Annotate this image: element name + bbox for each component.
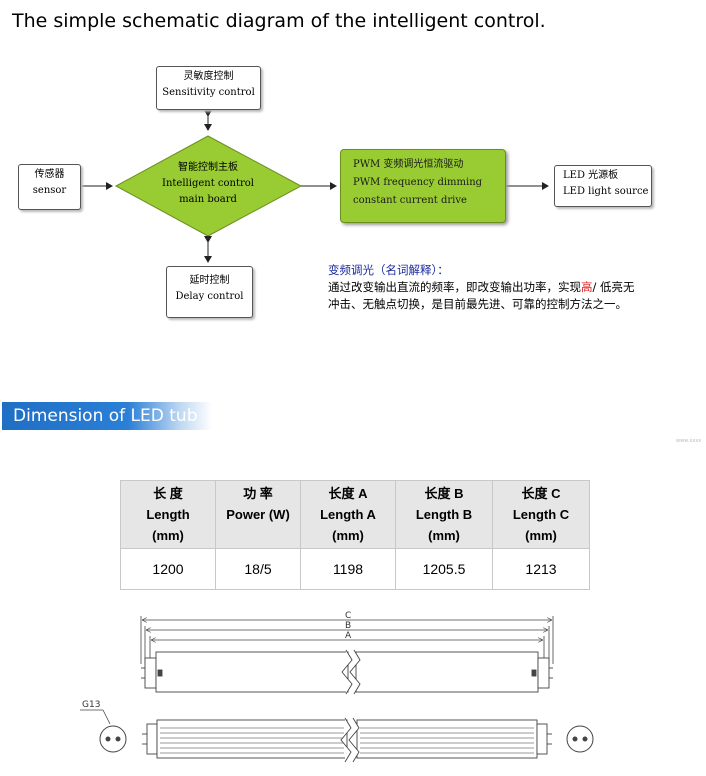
end-cap-right	[566, 725, 594, 753]
dimension-banner: Dimension of LED tub	[2, 402, 212, 430]
led-zh: LED 光源板	[563, 170, 619, 181]
cell-length-b: 1205.5	[395, 548, 493, 590]
pwm-driver-box: PWM 变频调光恒流驱动 PWM frequency dimming const…	[340, 149, 506, 223]
dim-label-b: B	[345, 621, 351, 631]
note-heading: 变频调光（名词解释）：	[328, 263, 449, 277]
delay-control-box: 延时控制 Delay control	[166, 266, 253, 318]
sensitivity-zh: 灵敏度控制	[183, 71, 234, 82]
cell-length-a: 1198	[300, 548, 396, 590]
delay-zh: 延时控制	[189, 275, 230, 286]
sensor-en: sensor	[32, 185, 67, 196]
break-mark-bottom-2	[348, 717, 360, 763]
note-line1: 通过改变输出直流的频率，即改变输出功率，实现高/ 低亮无	[328, 279, 688, 296]
cell-power: 18/5	[215, 548, 301, 590]
page-title: The simple schematic diagram of the inte…	[12, 10, 546, 32]
dimension-banner-label: Dimension of LED tub	[13, 406, 198, 426]
pwm-en1: PWM frequency dimming	[353, 177, 483, 188]
main-board-zh: 智能控制主板	[178, 162, 238, 173]
tube-side-view	[141, 651, 553, 693]
dim-label-c: C	[345, 611, 351, 621]
sensitivity-en: Sensitivity control	[162, 87, 255, 98]
tube-bottom-view	[142, 719, 552, 759]
main-board-text: 智能控制主板 Intelligent control main board	[146, 160, 270, 208]
break-mark-top-2	[349, 649, 361, 695]
pwm-en2: constant current drive	[353, 195, 467, 206]
note-line2: 冲击、无触点切换，是目前最先进、可靠的控制方法之一。	[328, 297, 627, 311]
pwm-zh: PWM 变频调光恒流驱动	[353, 159, 464, 170]
main-board-en2: main board	[179, 194, 237, 205]
faint-watermark: www.xxxx	[676, 438, 702, 444]
cell-length: 1200	[120, 548, 216, 590]
dim-label-a: A	[345, 631, 352, 641]
g13-label: G13	[82, 700, 100, 710]
note-line1-b: / 低亮无	[592, 280, 635, 294]
cell-length-c: 1213	[492, 548, 590, 590]
delay-en: Delay control	[175, 291, 244, 302]
sensitivity-control-box: 灵敏度控制 Sensitivity control	[156, 66, 261, 110]
led-en: LED light source	[563, 186, 649, 197]
break-mark-top	[341, 649, 353, 695]
led-light-source-box: LED 光源板 LED light source	[554, 165, 652, 207]
break-mark-bottom	[340, 717, 352, 763]
end-cap-left	[99, 725, 127, 753]
frequency-dimming-note: 变频调光（名词解释）： 通过改变输出直流的频率，即改变输出功率，实现高/ 低亮无…	[328, 262, 688, 313]
tube-technical-drawing: C B A G13	[80, 611, 594, 763]
sensor-box: 传感器 sensor	[18, 164, 81, 210]
flowchart-connectors	[79, 110, 549, 263]
note-line1-red: 高	[581, 280, 593, 294]
sensor-zh: 传感器	[34, 169, 65, 180]
main-board-en1: Intelligent control	[162, 178, 254, 189]
note-line1-a: 通过改变输出直流的频率，即改变输出功率，实现	[328, 280, 581, 294]
table-row: 1200 18/5 1198 1205.5 1213	[120, 548, 590, 590]
